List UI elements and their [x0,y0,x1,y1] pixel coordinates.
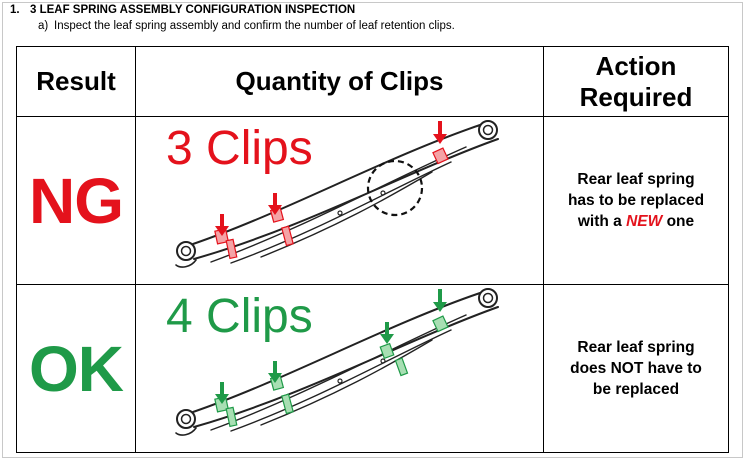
section-title: 3 LEAF SPRING ASSEMBLY CONFIGURATION INS… [30,4,356,16]
result-ok: OK [16,284,136,453]
missing-clip-circle [366,159,424,217]
leaf-spring-ng-illustration: 3 Clips [166,120,499,268]
clip-markers-ng [214,147,449,260]
section-heading: 1. 3 LEAF SPRING ASSEMBLY CONFIGURATION I… [10,4,355,16]
clips-label-ng: 3 Clips [166,122,313,175]
quantity-cell-ok: 4 Clips [135,284,544,453]
leaf-spring-ok-illustration: 4 Clips [166,288,499,436]
new-emphasis: NEW [626,213,663,230]
table-row-ok: OK 4 Clips [16,284,729,453]
arrow-markers-ok [215,289,447,404]
document-frame [2,2,743,458]
inspection-step: a) Inspect the leaf spring assembly and c… [38,20,455,32]
clip-markers-ok [214,315,449,428]
header-quantity: Quantity of Clips [135,46,544,117]
result-ng: NG [16,116,136,285]
action-ng: Rear leaf spring has to be replaced with… [543,116,729,285]
table-row-ng: NG 3 Clips [16,116,729,285]
clips-label-ok: 4 Clips [166,290,313,343]
section-number: 1. [10,4,20,16]
header-result: Result [16,46,136,117]
quantity-cell-ng: 3 Clips [135,116,544,285]
step-text: Inspect the leaf spring assembly and con… [54,20,455,32]
action-ok: Rear leaf spring does NOT have to be rep… [543,284,729,453]
step-letter: a) [38,20,49,32]
arrow-markers-ng [215,121,447,236]
